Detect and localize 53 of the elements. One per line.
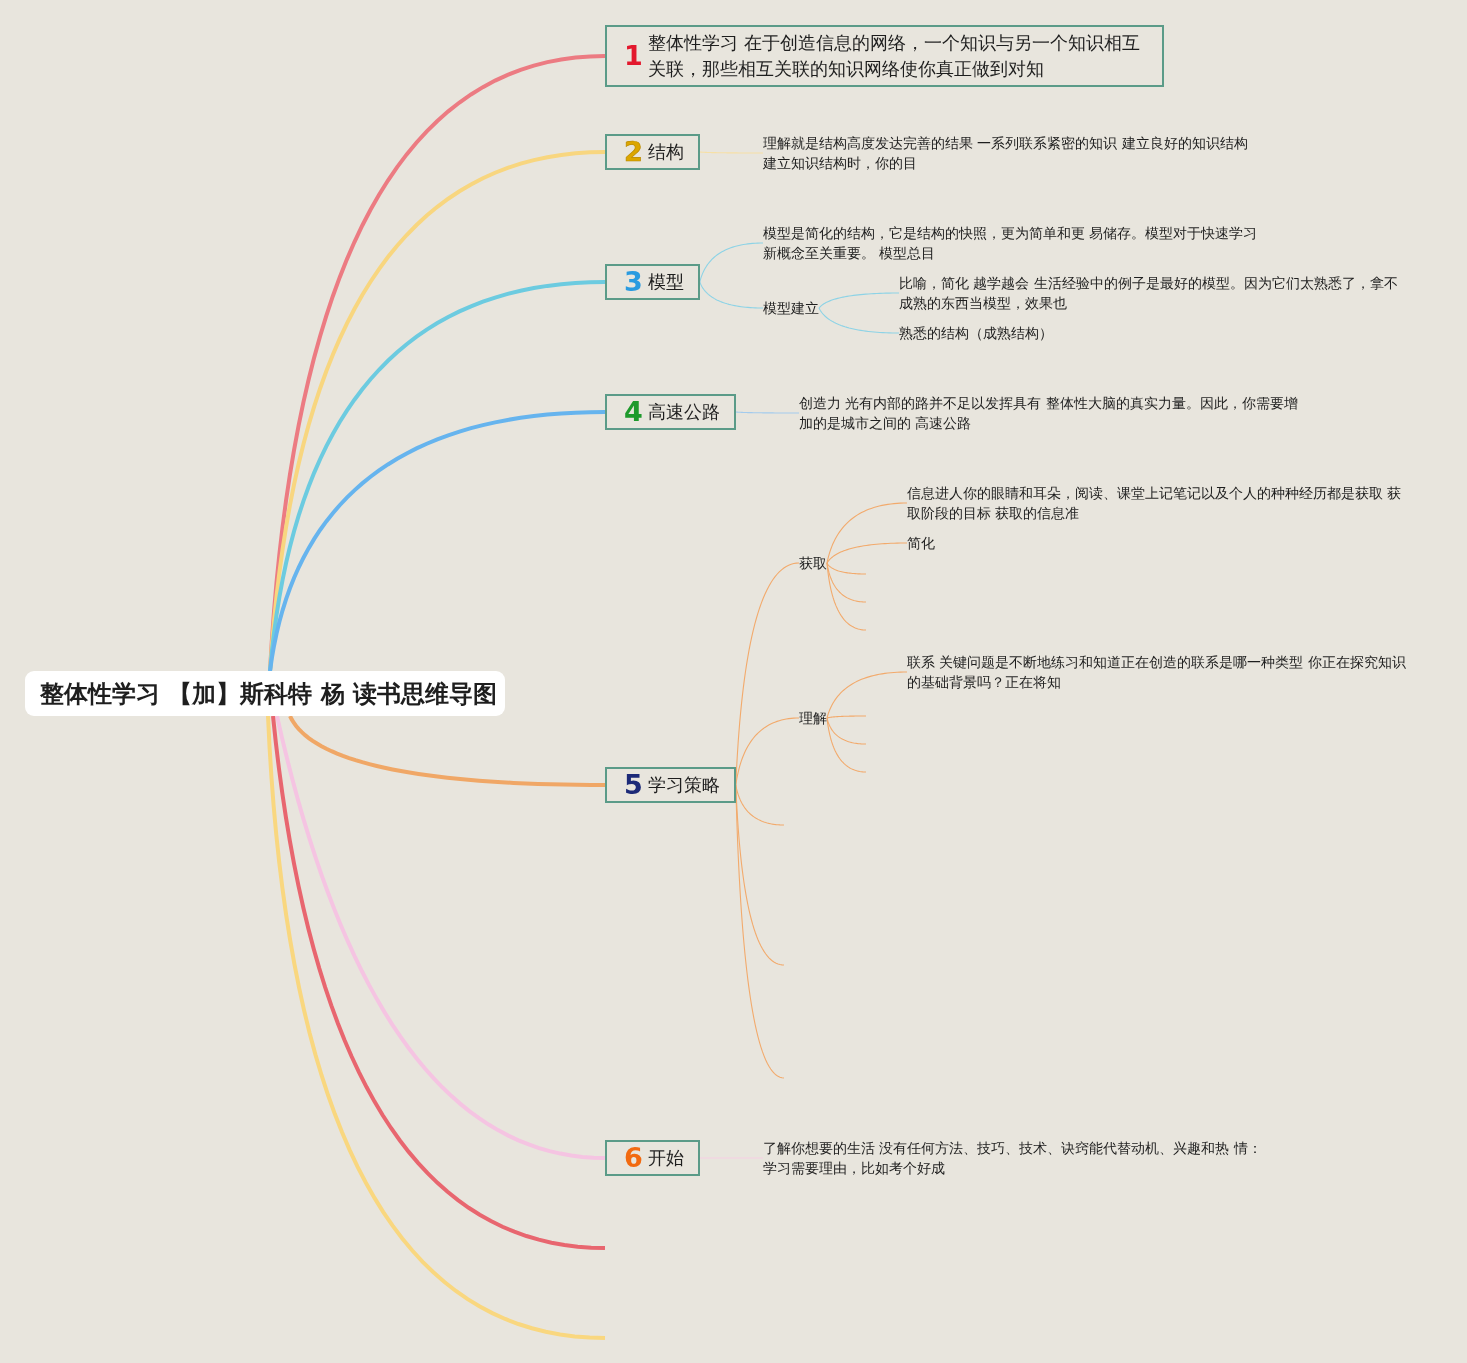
- topic-label: 高速公路: [647, 400, 720, 424]
- topic-label: 学习策略: [647, 773, 720, 797]
- branch-line: [275, 715, 606, 1160]
- topic-number: 6: [624, 1143, 643, 1173]
- topic-box: [605, 264, 700, 300]
- subtopic-text: 信息进人你的眼睛和耳朵，阅读、课堂上记笔记以及个人的种种经历都是获取 获取阶段的目标 获取的信息准: [907, 483, 1409, 523]
- branch-line: [735, 717, 800, 786]
- branch-line: [826, 562, 867, 575]
- topic-number: 5: [624, 770, 643, 800]
- topic-label: 模型: [647, 270, 684, 294]
- branch-line: [268, 410, 606, 672]
- subtopic-text: 比喻，简化 越学越会 生活经验中的例子是最好的模型。因为它们太熟悉了，拿不成熟的东西当模型，效果也: [899, 273, 1405, 313]
- subtopic-text: 获取: [799, 553, 827, 573]
- root-title: 整体性学习 【加】斯科特 杨 读书思维导图: [40, 678, 498, 709]
- subtopic-text: 了解你想要的生活 没有任何方法、技巧、技术、诀窍能代替动机、兴趣和热 情：学习需要理由，比如考个好成: [763, 1138, 1265, 1178]
- subtopic-text: 联系 关键问题是不断地练习和知道正在创造的联系是哪一种类型 你正在探究知识的基础背景吗？正在将知: [907, 652, 1413, 692]
- branch-line: [699, 151, 764, 154]
- branch-line: [271, 715, 606, 1250]
- branch-line: [699, 242, 764, 283]
- topic-number: 2: [624, 137, 643, 167]
- branch-line: [826, 715, 867, 719]
- topic-label: 结构: [647, 140, 684, 164]
- subtopic-text: 创造力 光有内部的路并不足以发挥具有 整体性大脑的真实力量。因此，你需要增加的是城市之间的 高速公路: [799, 393, 1305, 433]
- branch-line: [266, 715, 606, 1340]
- topic-label: 整体性学习 在于创造信息的网络，一个知识与另一个知识相互关联，那些相互关联的知识网络使你真正做到对知: [647, 31, 1141, 81]
- branch-line: [826, 717, 867, 773]
- topic-number: 3: [624, 267, 643, 297]
- root-topic-card: [25, 671, 505, 716]
- topic-number: 1: [624, 41, 643, 71]
- branch-line: [826, 671, 908, 719]
- subtopic-text: 理解就是结构高度发达完善的结果 一系列联系紧密的知识 建立良好的知识结构建立知识结构时，你的目: [763, 133, 1255, 173]
- subtopic-text: 理解: [799, 708, 827, 728]
- branch-line: [826, 502, 908, 564]
- branch-line: [826, 562, 867, 631]
- topic-number: 4: [624, 397, 643, 427]
- branch-line: [735, 411, 800, 414]
- subtopic-text: 熟悉的结构（成熟结构）: [899, 323, 1053, 343]
- branch-line: [735, 784, 785, 826]
- subtopic-text: 模型建立: [763, 298, 819, 318]
- branch-line: [699, 281, 764, 309]
- branch-line: [735, 784, 785, 966]
- topic-box: [605, 134, 700, 170]
- branch-line: [288, 715, 605, 787]
- subtopic-text: 模型是简化的结构，它是结构的快照，更为简单和更 易储存。模型对于快速学习新概念至关重要。 模型总目: [763, 223, 1265, 263]
- topic-box: [605, 25, 1164, 87]
- branch-line: [818, 292, 900, 309]
- topic-box: [605, 767, 736, 803]
- subtopic-text: 简化: [907, 533, 935, 553]
- topic-label: 开始: [647, 1146, 684, 1170]
- branch-line: [826, 542, 908, 564]
- topic-box: [605, 1140, 700, 1176]
- branch-line: [818, 307, 900, 334]
- topic-box: [605, 394, 736, 430]
